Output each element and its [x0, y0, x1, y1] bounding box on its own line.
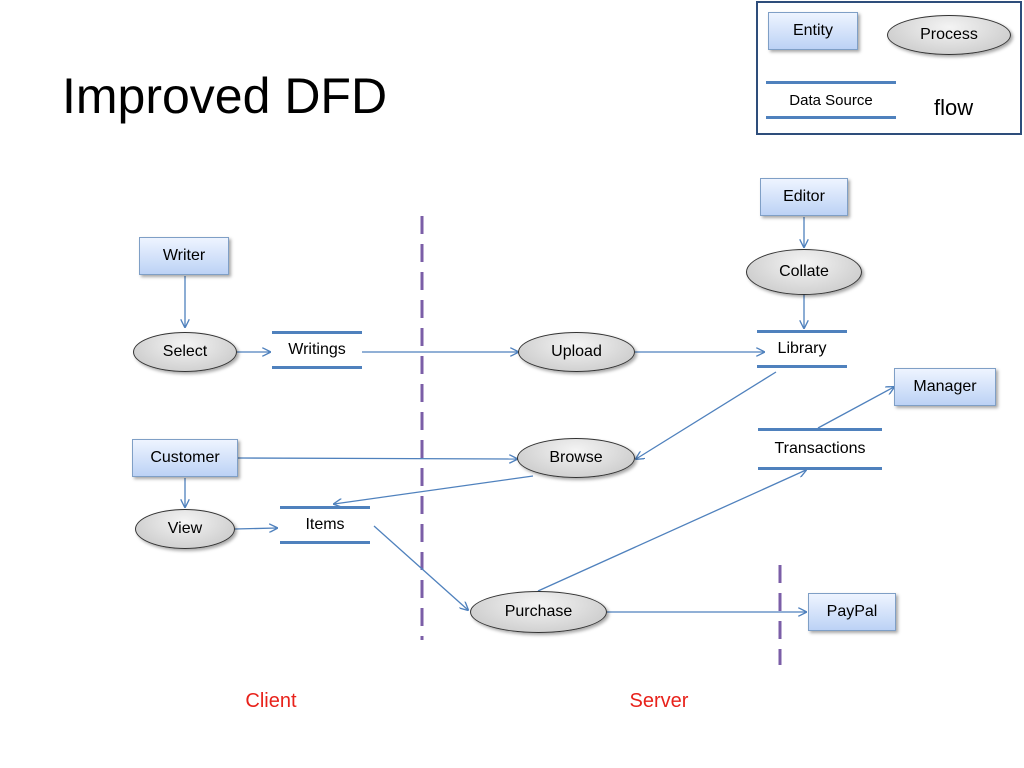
process-view: View: [135, 509, 235, 549]
flow-transactions-manager: [817, 387, 894, 429]
entity-editor: Editor: [760, 178, 848, 216]
legend-entity: Entity: [768, 12, 858, 50]
process-select: Select: [133, 332, 237, 372]
process-upload: Upload: [518, 332, 635, 372]
flow-browse-items: [334, 475, 534, 504]
client-zone-label: Client: [245, 690, 297, 712]
process-collate: Collate: [746, 249, 862, 295]
flow-library-browse: [636, 371, 777, 459]
flow-purchase-transactions: [537, 470, 806, 592]
legend-flow-label: flow: [934, 95, 974, 120]
entity-writer: Writer: [139, 237, 229, 275]
store-items: Items: [280, 506, 370, 544]
entity-manager: Manager: [894, 368, 996, 406]
store-writings: Writings: [272, 331, 362, 369]
server-zone-label: Server: [629, 690, 689, 712]
entity-customer: Customer: [132, 439, 238, 477]
entity-paypal: PayPal: [808, 593, 896, 631]
flow-view-items: [234, 528, 277, 529]
legend-data-source: Data Source: [766, 81, 896, 119]
slide-title: Improved DFD: [62, 68, 388, 124]
legend-process: Process: [887, 15, 1011, 55]
process-purchase: Purchase: [470, 591, 607, 633]
store-library: Library: [757, 330, 847, 368]
store-transactions: Transactions: [758, 428, 882, 470]
flow-items-purchase: [373, 525, 468, 610]
flow-customer-browse: [237, 458, 517, 459]
process-browse: Browse: [517, 438, 635, 478]
